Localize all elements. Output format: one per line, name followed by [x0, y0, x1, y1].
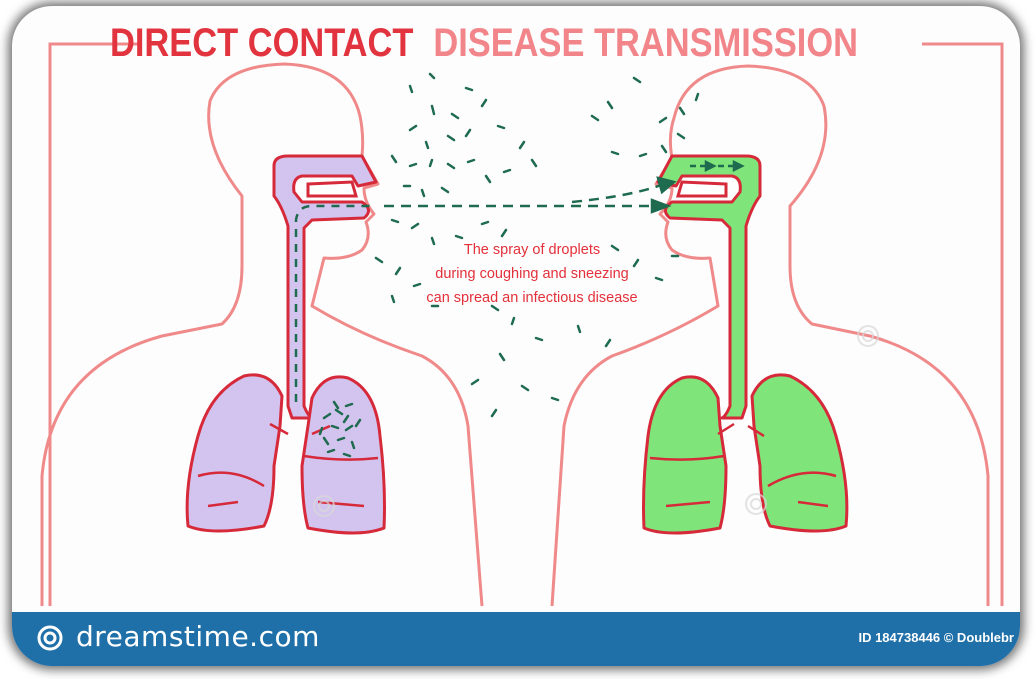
caption-line-3: can spread an infectious disease	[426, 290, 637, 306]
illustration-card: DIRECT CONTACT DISEASE TRANSMISSION	[12, 6, 1020, 666]
left-inner-dash	[296, 206, 374, 402]
right-lung-left	[644, 377, 727, 533]
left-mouth	[308, 182, 356, 196]
right-person	[552, 66, 988, 606]
left-person	[42, 64, 482, 606]
left-lung-left	[187, 375, 282, 531]
title-part-1: DIRECT CONTACT	[110, 21, 413, 65]
title-part-2: DISEASE TRANSMISSION	[433, 21, 858, 65]
transmission-arrows	[384, 178, 674, 212]
stock-id: ID 184738446 © Doublebr	[858, 630, 1014, 645]
diagram-title: DIRECT CONTACT DISEASE TRANSMISSION	[110, 21, 858, 65]
transmission-diagram: DIRECT CONTACT DISEASE TRANSMISSION	[12, 6, 1020, 612]
stock-footer: dreamstime.com ID 184738446 © Doublebr	[12, 612, 1020, 666]
caption-line-2: during coughing and sneezing	[435, 266, 628, 282]
right-mouth	[678, 182, 726, 196]
brand-name[interactable]: dreamstime.com	[76, 620, 320, 653]
dreamstime-logo-icon	[36, 624, 64, 652]
caption-line-1: The spray of droplets	[464, 242, 600, 258]
caption: The spray of droplets during coughing an…	[426, 242, 637, 306]
